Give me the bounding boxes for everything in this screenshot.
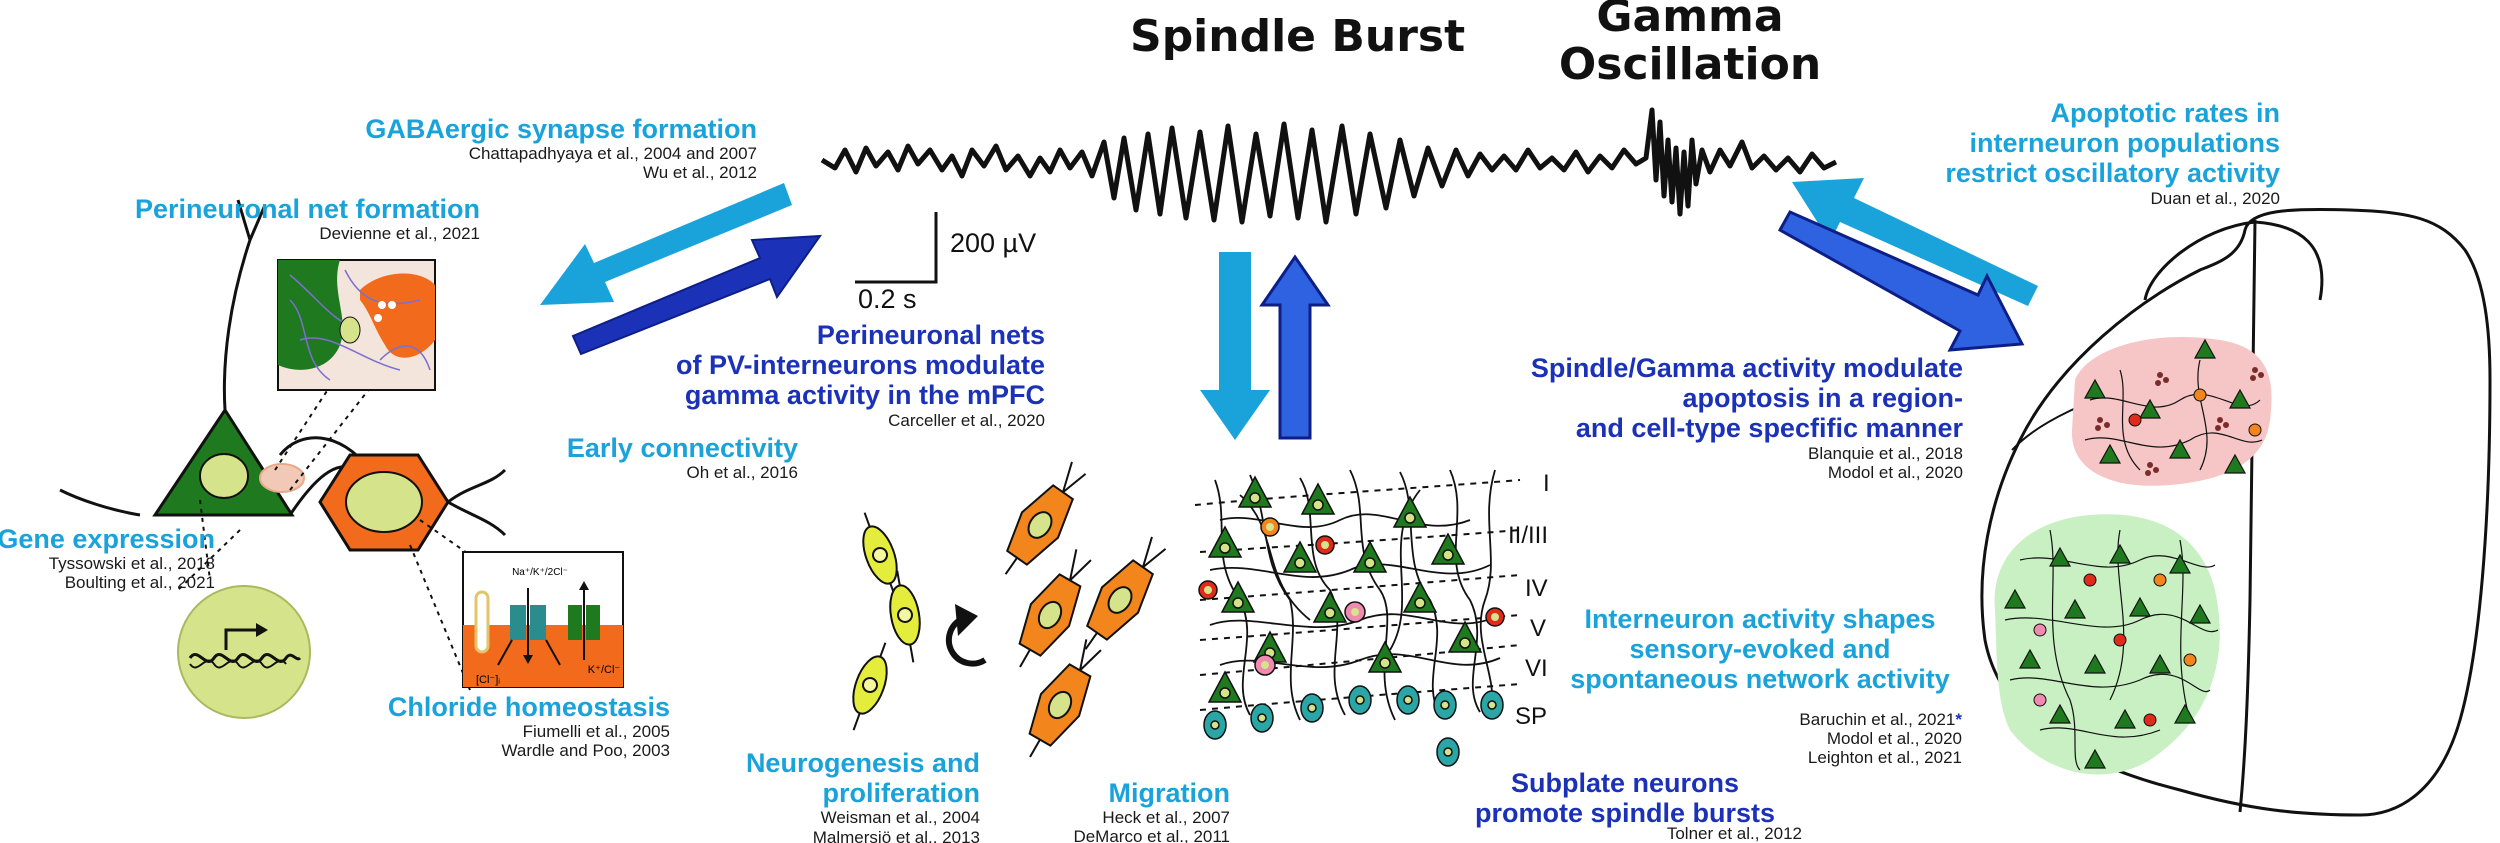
scale-time-label: 0.2 s <box>858 284 917 314</box>
spindle-gamma-line3: and cell-type specfific manner <box>1575 413 1963 444</box>
brain-region-red <box>2071 336 2272 486</box>
gene-expression-circle <box>177 585 311 719</box>
brain-outline <box>1980 207 2492 817</box>
perineuronal-net-inset <box>277 259 436 391</box>
layer-label-1: I <box>1543 470 1550 497</box>
early-connectivity-ref: Oh et al., 2016 <box>686 463 798 483</box>
migration-title: Migration <box>1108 778 1231 808</box>
label-gabaergic: GABAergic synapse formation Chattapadhya… <box>365 114 757 182</box>
label-perineuronal-modulate: Perineuronal nets of PV-interneurons mod… <box>676 320 1045 430</box>
neurogenesis-line1: Neurogenesis and <box>745 748 980 778</box>
label-chloride: Chloride homeostasis Fiumelli et al., 20… <box>388 692 670 760</box>
heading-spindle-burst: Spindle Burst <box>1130 11 1466 62</box>
migration-ref-1: Heck et al., 2007 <box>1102 808 1230 828</box>
layer-label-4: V <box>1530 615 1547 642</box>
apoptotic-line2: interneuron populations <box>1969 128 2281 159</box>
column-pyramidal-cells <box>1207 475 1483 703</box>
interneuron-activity-line2: sensory-evoked and <box>1629 634 1891 665</box>
arrow-right-navy <box>573 236 820 354</box>
scale-bar <box>855 212 938 284</box>
apoptotic-line1: Apoptotic rates in <box>2050 98 2280 128</box>
perineuronal-formation-ref: Devienne et al., 2021 <box>319 224 480 244</box>
brain-interneurons <box>2033 388 2262 727</box>
spindle-gamma-ref-1: Blanquie et al., 2018 <box>1807 443 1963 463</box>
heading-gamma-line2: Oscillation <box>1558 39 1822 90</box>
label-migration: Migration Heck et al., 2007 DeMarco et a… <box>1073 778 1230 843</box>
neurogenesis-cells <box>852 512 921 731</box>
gene-expression-ref-1: Tyssowski et al., 2018 <box>48 554 215 574</box>
arrow-down-cyan <box>1200 252 1270 440</box>
pnn-modulate-line2: of PV-interneurons modulate <box>675 350 1045 381</box>
chloride-ref-1: Fiumelli et al., 2005 <box>522 722 670 742</box>
transporter-kcc-label: K⁺/Cl⁻ <box>588 664 621 676</box>
gene-expression-title: Gene expression <box>0 524 215 554</box>
spindle-gamma-ref-2: Modol et al., 2020 <box>1827 462 1963 482</box>
label-apoptotic: Apoptotic rates in interneuron populatio… <box>1945 98 2280 208</box>
label-early-connectivity: Early connectivity Oh et al., 2016 <box>567 433 798 482</box>
label-subplate: Subplate neurons promote spindle bursts <box>1460 768 1790 828</box>
gabaergic-title: GABAergic synapse formation <box>365 114 757 144</box>
neurogenesis-ref-2: Malmersjö et al., 2013 <box>812 827 980 843</box>
label-perineuronal-formation: Perineuronal net formation Devienne et a… <box>135 194 480 243</box>
arrow-up-left-cyan <box>1792 178 2038 306</box>
neuron-schematic-left <box>59 199 507 691</box>
chloride-inset: Na⁺/K⁺/2Cl⁻ K⁺/Cl⁻ [Cl⁻]ᵢ <box>462 551 624 688</box>
scale-voltage-label: 200 µV <box>950 228 1037 258</box>
chloride-title: Chloride homeostasis <box>387 692 670 722</box>
transporter-nkcc-label: Na⁺/K⁺/2Cl⁻ <box>512 567 568 578</box>
spindle-gamma-line2: apoptosis in a region- <box>1682 383 1963 414</box>
chloride-concentration-label: [Cl⁻]ᵢ <box>476 674 500 686</box>
label-interneuron-activity: Interneuron activity shapes sensory-evok… <box>1565 604 1955 695</box>
gene-expression-ref-2: Boulting et al., 2021 <box>64 573 215 593</box>
layer-label-6: SP <box>1515 703 1548 730</box>
arrow-left-cyan <box>540 183 792 305</box>
proliferation-cycle-icon <box>945 617 987 667</box>
apoptotic-ref: Duan et al., 2020 <box>2150 188 2280 208</box>
interneuron-activity-line1: Interneuron activity shapes <box>1584 604 1936 634</box>
label-spindle-gamma: Spindle/Gamma activity modulate apoptosi… <box>1531 353 1963 482</box>
brain-pyramidal-cells <box>2003 338 2252 769</box>
apoptotic-line3: restrict oscillatory activity <box>1945 158 2280 189</box>
interneuron-activity-line3: spontaneous network activity <box>1570 664 1950 695</box>
migrating-interneurons <box>1004 461 1167 758</box>
label-neurogenesis: Neurogenesis and proliferation Weisman e… <box>746 748 980 843</box>
chloride-ref-2: Wardle and Poo, 2003 <box>501 741 670 761</box>
subplate-neurons <box>1203 685 1504 767</box>
neurogenesis-ref-1: Weisman et al., 2004 <box>820 808 980 828</box>
neurogenesis-line2: proliferation <box>822 778 980 809</box>
arrow-up-navy <box>1259 254 1331 440</box>
label-gene-expression: Gene expression Tyssowski et al., 2018 B… <box>0 524 215 592</box>
eeg-trace <box>820 107 1838 225</box>
pnn-modulate-ref: Carceller et al., 2020 <box>888 410 1045 430</box>
cortical-column <box>1194 469 1521 767</box>
subplate-line2: promote spindle bursts <box>1474 798 1776 829</box>
interneuron-activity-refs: Baruchin et al., 2021* Modol et al., 202… <box>1799 710 1962 767</box>
subplate-line1: Subplate neurons <box>1510 768 1740 798</box>
asterisk-marker: * <box>1955 710 1962 729</box>
gabaergic-ref-1: Chattapadhyaya et al., 2004 and 2007 <box>468 144 757 164</box>
interneuron-activity-ref-3: Leighton et al., 2021 <box>1807 748 1962 768</box>
arrow-down-right-navy <box>1777 210 2025 352</box>
interneuron-activity-ref-2: Modol et al., 2020 <box>1826 729 1962 749</box>
heading-gamma-line1: Gamma <box>1596 0 1784 42</box>
column-interneurons <box>1198 517 1505 676</box>
perineuronal-formation-title: Perineuronal net formation <box>134 194 480 224</box>
gabaergic-ref-2: Wu et al., 2012 <box>642 163 757 183</box>
pnn-modulate-line1: Perineuronal nets <box>816 320 1045 350</box>
subplate-ref: Tolner et al., 2012 <box>1666 824 1802 843</box>
apoptotic-bodies <box>2095 367 2264 476</box>
layer-label-3: IV <box>1525 575 1548 602</box>
spindle-gamma-line1: Spindle/Gamma activity modulate <box>1530 353 1963 383</box>
pnn-modulate-line3: gamma activity in the mPFC <box>684 380 1045 411</box>
migration-ref-2: DeMarco et al., 2011 <box>1073 827 1230 843</box>
layer-label-5: VI <box>1525 655 1548 682</box>
interneuron-activity-ref-1: Baruchin et al., 2021 <box>1799 710 1956 729</box>
early-connectivity-title: Early connectivity <box>566 433 798 463</box>
layer-label-2: II/III <box>1508 522 1549 549</box>
